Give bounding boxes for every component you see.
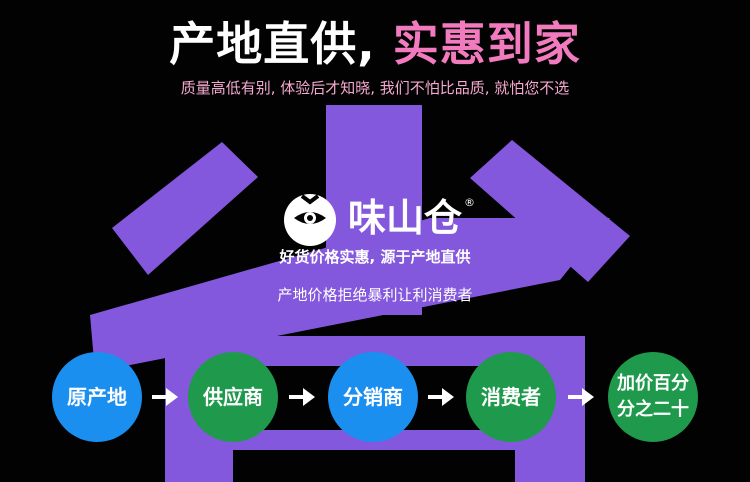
subline: 质量高低有别, 体验后才知晓, 我们不怕比品质, 就怕您不选 — [180, 79, 570, 97]
arrow-right-icon — [289, 388, 315, 406]
registered-mark: ® — [464, 196, 476, 209]
supply-chain-flow: 原产地 供应商 分销商 消费者 加价百分 分之二十 — [52, 352, 702, 442]
final-markup-line1: 加价百分 — [617, 373, 689, 394]
flow-step-supplier: 供应商 — [188, 352, 278, 442]
arrow-right-icon — [568, 388, 594, 406]
brand-logo: 味山仓 ® — [280, 188, 475, 248]
bg-stroke-right — [470, 140, 630, 282]
tagline: 好货价格实惠, 源于产地直供 — [279, 248, 471, 266]
headline: 产地直供, 实惠到家 — [0, 14, 750, 74]
bg-stroke-left — [112, 142, 258, 275]
brand-name: 味山仓 — [348, 196, 463, 240]
arrow-right-icon — [428, 388, 454, 406]
eye-logo-icon — [284, 194, 336, 246]
flow-final-markup: 加价百分 分之二十 — [608, 352, 698, 442]
flow-step-distributor: 分销商 — [328, 352, 418, 442]
description: 产地价格拒绝暴利让利消费者 — [277, 286, 473, 304]
final-markup-line2: 分之二十 — [617, 399, 689, 420]
arrow-right-icon — [152, 388, 178, 406]
headline-part1: 产地直供, — [169, 17, 376, 71]
flow-step-origin: 原产地 — [52, 352, 142, 442]
flow-step-consumer: 消费者 — [466, 352, 556, 442]
headline-part2: 实惠到家 — [392, 17, 581, 71]
